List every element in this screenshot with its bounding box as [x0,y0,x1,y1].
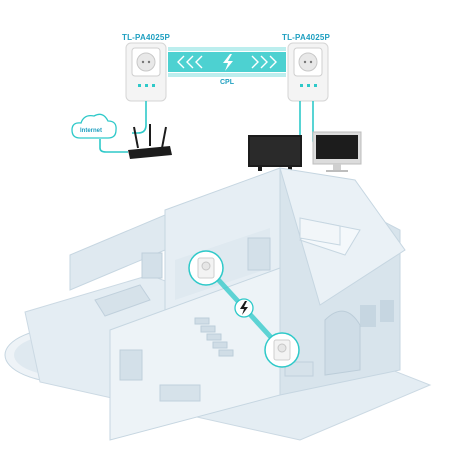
powerline-adapter-icon [287,42,329,102]
powerline-adapter-icon [188,250,224,286]
router-icon [128,124,172,159]
powerline-adapter-icon [264,332,300,368]
powerline-adapter-icon [125,42,167,102]
cloud-label: Internet [80,128,102,134]
chevron-right-icon [251,55,277,69]
lightning-icon [234,298,254,318]
house-illustration [4,167,432,441]
lightning-icon [223,54,233,71]
link-label: CPL [220,79,234,86]
tv-icon [248,135,302,171]
monitor-icon [312,131,362,172]
cloud-icon [71,113,117,139]
adapter-left-model: TL-PA4025P [122,33,171,42]
chevron-left-icon [177,55,203,69]
adapter-right-model: TL-PA4025P [282,33,331,42]
